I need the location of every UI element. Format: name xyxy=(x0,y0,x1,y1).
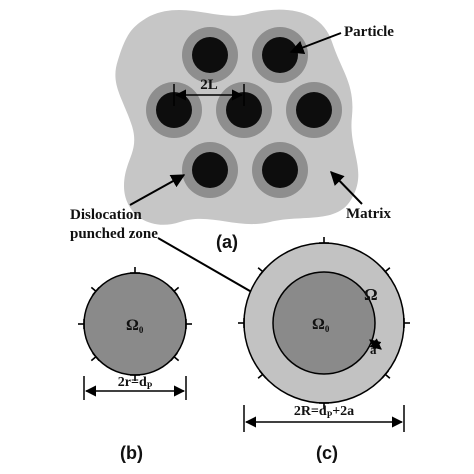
spacing-dimension: 2L xyxy=(173,77,245,106)
particle-core xyxy=(262,37,298,73)
particle-label: Particle xyxy=(344,24,394,40)
particle-core xyxy=(296,92,332,128)
dislocation-tick xyxy=(170,352,180,362)
particle-core xyxy=(192,37,228,73)
diameter-dimension-c: 2R=dP+2a xyxy=(243,404,405,432)
dislocation-ticks-c xyxy=(238,237,410,409)
panel-a: 2L Particle Matrix Dislocation punched z… xyxy=(70,9,394,299)
particle-2 xyxy=(252,27,308,83)
dislocation-tick xyxy=(319,237,329,244)
dislocation-tick xyxy=(257,370,267,379)
caption-a: (a) xyxy=(216,232,238,252)
diameter-label-c: 2R=dP+2a xyxy=(294,404,354,420)
spacing-label: 2L xyxy=(200,77,218,93)
thickness-arrow xyxy=(369,338,382,351)
dislocation-arrow-c xyxy=(157,237,264,299)
diameter-dimension-b: 2r=dP xyxy=(83,375,187,400)
dislocation-tick xyxy=(319,402,329,409)
dislocation-tick xyxy=(185,319,192,329)
matrix-label: Matrix xyxy=(346,206,391,222)
dislocation-tick xyxy=(238,318,245,328)
panel-c: Ω0 Ω a 2R=dP+2a (c) xyxy=(238,237,410,463)
particle-7 xyxy=(252,142,308,198)
diameter-label-b: 2r=dP xyxy=(118,375,153,391)
particle-1 xyxy=(182,27,238,83)
dislocation-tick xyxy=(170,286,180,296)
thickness-label: a xyxy=(370,342,377,357)
dislocation-tick xyxy=(78,319,85,329)
matrix-arrow xyxy=(330,170,363,205)
particle-core xyxy=(192,152,228,188)
particle-core xyxy=(156,92,192,128)
dislocation-tick xyxy=(403,318,410,328)
dislocation-label-line1: Dislocation xyxy=(70,207,142,223)
omega-zero-b: Ω0 xyxy=(126,317,144,335)
particle-array xyxy=(146,27,342,198)
panel-b: Ω0 2r=dP (b) xyxy=(78,267,192,463)
dislocation-arrow-a xyxy=(129,174,186,206)
omega-c: Ω xyxy=(364,285,378,304)
caption-c: (c) xyxy=(316,443,338,463)
dislocation-tick xyxy=(381,370,391,379)
omega-zero-c: Ω0 xyxy=(312,316,330,334)
particle-core xyxy=(262,152,298,188)
particle-5 xyxy=(286,82,342,138)
dislocation-tick xyxy=(257,267,267,276)
dislocation-tick xyxy=(90,286,100,296)
dislocation-tick xyxy=(130,267,140,274)
particle-core xyxy=(226,92,262,128)
dislocation-tick xyxy=(381,267,391,276)
particle-6 xyxy=(182,142,238,198)
caption-b: (b) xyxy=(120,443,143,463)
dislocation-ticks-b xyxy=(78,267,192,381)
particle-domain-c xyxy=(272,271,376,375)
dislocation-tick xyxy=(130,374,140,381)
particle-arrow xyxy=(289,32,342,55)
dislocation-tick xyxy=(90,352,100,362)
dislocation-label-line2: punched zone xyxy=(70,226,158,242)
